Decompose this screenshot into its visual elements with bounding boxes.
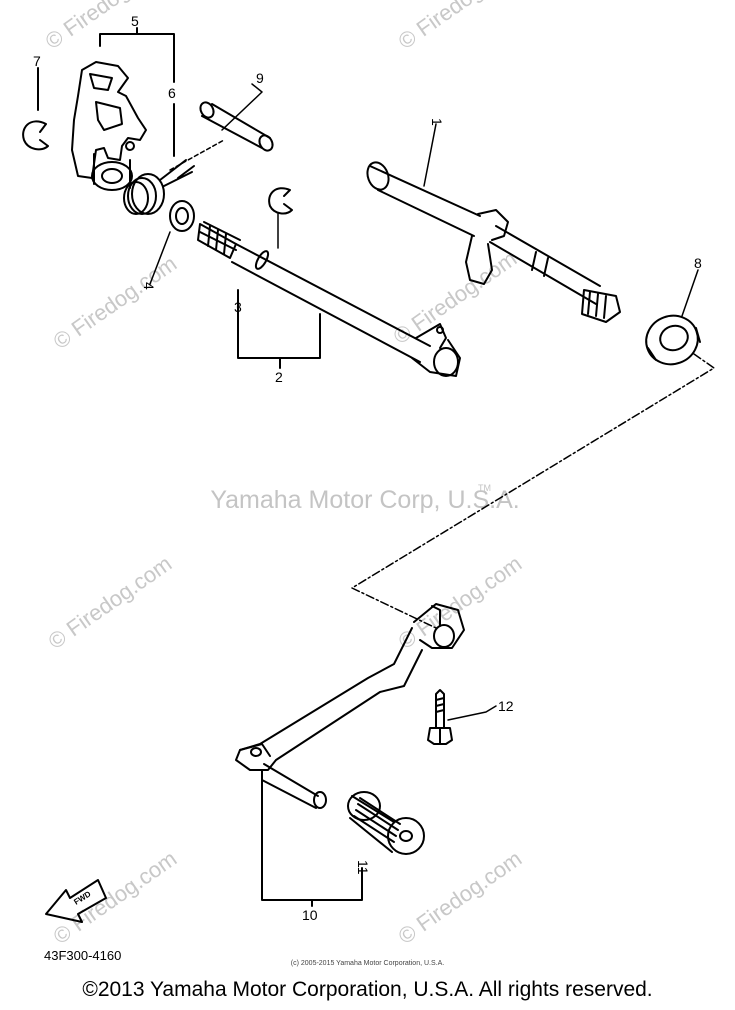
yamaha-watermark: Yamaha Motor Corp, U.S.A. — [210, 486, 519, 514]
callout-1: 1 — [429, 118, 445, 126]
callout-2: 2 — [275, 369, 283, 385]
bolt-12 — [427, 689, 453, 745]
washer-4 — [169, 200, 195, 232]
footer-copyright: ©2013 Yamaha Motor Corporation, U.S.A. A… — [82, 978, 653, 1001]
callout-5: 5 — [131, 13, 139, 29]
oil-seal-8 — [645, 314, 701, 366]
tm-mark: TM — [478, 483, 491, 493]
shift-shaft-2 — [197, 221, 461, 377]
shift-lever-assembly-5 — [71, 61, 147, 191]
firedog-watermark: © Firedog.com — [394, 0, 527, 54]
firedog-watermark: © Firedog.com — [49, 251, 182, 354]
callout-3: 3 — [234, 299, 242, 315]
callout-4: 4 — [141, 282, 157, 290]
small-copyright: (c) 2005-2015 Yamaha Motor Corporation, … — [290, 960, 445, 967]
part-code: 43F300-4160 — [44, 948, 121, 963]
firedog-watermark: © Firedog.com — [41, 0, 174, 54]
spring-6 — [123, 159, 195, 215]
callout-9: 9 — [256, 70, 264, 86]
firedog-watermark: © Firedog.com — [394, 846, 527, 949]
pin-9 — [199, 101, 274, 152]
callout-7: 7 — [33, 53, 41, 69]
fwd-arrow — [45, 879, 107, 923]
firedog-watermark: © Firedog.com — [394, 551, 527, 654]
shift-arm-1 — [366, 161, 621, 323]
firedog-watermark: © Firedog.com — [49, 846, 182, 949]
callout-10: 10 — [302, 907, 318, 923]
callout-11: 11 — [355, 860, 371, 875]
callout-12: 12 — [498, 698, 514, 714]
pedal-rubber-11 — [347, 791, 425, 855]
firedog-watermarks: © Firedog.com © Firedog.com © Firedog.co… — [41, 0, 527, 949]
shift-pedal-10 — [235, 603, 465, 809]
callout-6: 6 — [168, 85, 176, 101]
firedog-watermark: © Firedog.com — [44, 551, 177, 654]
callout-8: 8 — [694, 255, 702, 271]
circlip-3 — [268, 187, 293, 215]
circlip-7 — [22, 120, 49, 151]
alignment-line — [351, 353, 715, 629]
